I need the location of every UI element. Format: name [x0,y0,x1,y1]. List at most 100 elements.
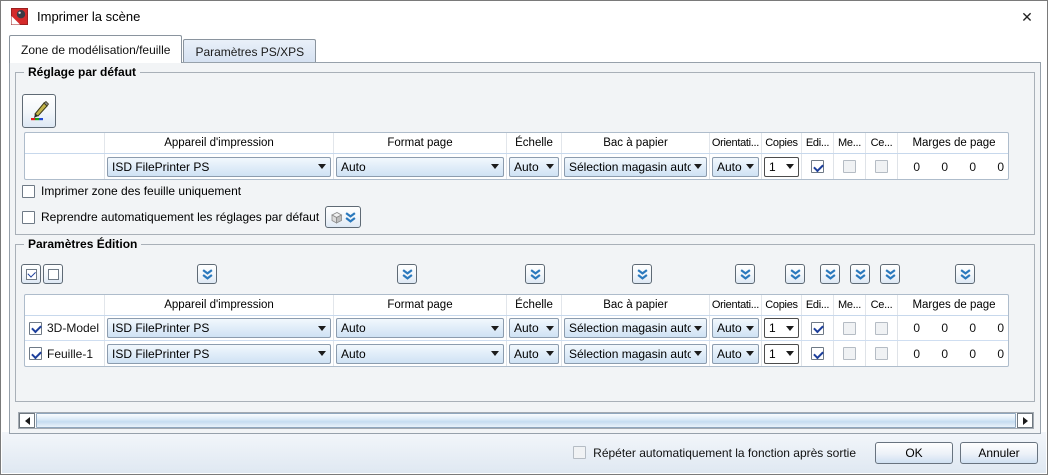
format-combo[interactable]: Auto [336,343,504,364]
header-row-label [25,133,105,153]
header-margins: Marges de page [912,299,996,311]
apply-copies-button[interactable] [785,264,805,284]
chevron-down-icon [546,325,554,331]
horizontal-scrollbar[interactable] [18,412,1034,429]
margin-value[interactable]: 0 [969,159,976,174]
ok-button[interactable]: OK [875,441,953,464]
title-bar: Imprimer la scène ✕ [1,1,1047,31]
tab-zone-modelisation[interactable]: Zone de modélisation/feuille [9,35,183,63]
combo-value: Sélection magasin auto [569,321,691,335]
device-combo[interactable]: ISD FilePrinter PS [107,343,331,364]
format-combo[interactable]: Auto [336,318,504,338]
orientation-combo[interactable]: Auto [712,343,759,364]
select-all-button[interactable] [21,264,41,284]
scale-combo[interactable]: Auto [509,156,559,177]
combo-value: Auto [717,346,742,361]
margin-value[interactable]: 0 [997,159,1004,174]
combo-value: ISD FilePrinter PS [112,321,210,335]
orientation-combo[interactable]: Auto [712,318,759,338]
tab-label: Zone de modélisation/feuille [21,42,171,57]
repeat-function-checkbox[interactable] [573,446,587,459]
margin-value[interactable]: 0 [941,346,948,361]
double-chevron-down-icon [529,268,541,280]
combo-value: Auto [717,159,742,174]
scrollbar-thumb[interactable] [36,413,1016,428]
group-legend: Paramètres Édition [24,237,142,251]
double-chevron-down-icon [401,268,413,280]
header-tray: Bac à papier [562,133,710,153]
margin-value[interactable]: 0 [941,159,948,174]
header-edit: Edi... [802,295,834,315]
tab-panel: Réglage par défaut Appareil d'impression… [9,62,1041,434]
chevron-down-icon [746,325,754,331]
apply-edit-button[interactable] [820,264,840,284]
apply-defaults-button[interactable] [325,206,362,228]
margin-value[interactable]: 0 [941,321,948,335]
apply-margins-button[interactable] [955,264,975,284]
tray-combo[interactable]: Sélection magasin auto [564,343,707,364]
double-chevron-down-icon [884,268,896,280]
chevron-down-icon [694,164,702,169]
scroll-right-button[interactable] [1017,413,1033,428]
chevron-down-icon [694,351,702,356]
margin-value[interactable]: 0 [997,321,1004,335]
apply-ce-button[interactable] [880,264,900,284]
tray-combo[interactable]: Sélection magasin auto [564,318,707,338]
margin-value[interactable]: 0 [969,346,976,361]
group-legend: Réglage par défaut [24,65,141,79]
reuse-defaults-checkbox[interactable] [22,210,35,224]
cancel-button[interactable]: Annuler [960,441,1038,464]
print-sheet-zone-only-checkbox[interactable] [22,184,35,198]
ce-checkbox [875,347,888,360]
tray-combo[interactable]: Sélection magasin auto [564,156,707,177]
close-icon[interactable]: ✕ [1021,8,1033,25]
repeat-function-label: Répéter automatiquement la fonction aprè… [593,445,856,460]
apply-format-button[interactable] [397,264,417,284]
combo-value: Sélection magasin auto [569,346,691,361]
edit-checkbox[interactable] [811,160,824,173]
edition-settings-table: Appareil d'impression Format page Échell… [24,294,1009,367]
copies-combo[interactable]: 1 [764,343,799,364]
double-chevron-down-icon [739,268,751,280]
orientation-combo[interactable]: Auto [712,156,759,177]
edit-default-settings-button[interactable] [22,94,56,128]
scroll-left-button[interactable] [19,413,35,428]
copies-combo[interactable]: 1 [764,318,799,338]
margin-value[interactable]: 0 [913,346,920,361]
edit-checkbox[interactable] [811,321,824,335]
margin-value[interactable]: 0 [913,159,920,174]
header-format: Format page [334,295,507,315]
combo-value: Auto [717,321,742,335]
deselect-all-button[interactable] [43,264,63,284]
chevron-down-icon [786,325,794,331]
scale-combo[interactable]: Auto [509,318,559,338]
row-select-checkbox[interactable] [29,347,42,360]
double-chevron-down-icon [636,268,648,280]
chevron-down-icon [746,351,754,356]
apply-tray-button[interactable] [632,264,652,284]
scale-combo[interactable]: Auto [509,343,559,364]
double-chevron-down-icon [959,268,971,280]
chevron-down-icon [746,164,754,169]
dialog-title: Imprimer la scène [37,9,141,24]
margin-value[interactable]: 0 [997,346,1004,361]
me-checkbox [843,321,856,335]
copies-combo[interactable]: 1 [764,156,799,177]
double-chevron-down-icon [201,268,213,280]
device-combo[interactable]: ISD FilePrinter PS [107,156,331,177]
table-row-3d-model: 3D-Model ISD FilePrinter PS Auto [25,316,1008,341]
combo-value: Auto [514,346,539,361]
apply-scale-button[interactable] [525,264,545,284]
tab-parametres-psxps[interactable]: Paramètres PS/XPS [183,39,317,63]
margin-value[interactable]: 0 [969,321,976,335]
edit-checkbox[interactable] [811,347,824,360]
table-header-row: Appareil d'impression Format page Échell… [25,295,1008,316]
device-combo[interactable]: ISD FilePrinter PS [107,318,331,338]
apply-me-button[interactable] [850,264,870,284]
format-combo[interactable]: Auto [336,156,504,177]
row-select-checkbox[interactable] [29,321,42,335]
apply-device-button[interactable] [197,264,217,284]
margin-value[interactable]: 0 [913,321,920,335]
apply-orientation-button[interactable] [735,264,755,284]
row-label: Feuille-1 [47,346,94,361]
